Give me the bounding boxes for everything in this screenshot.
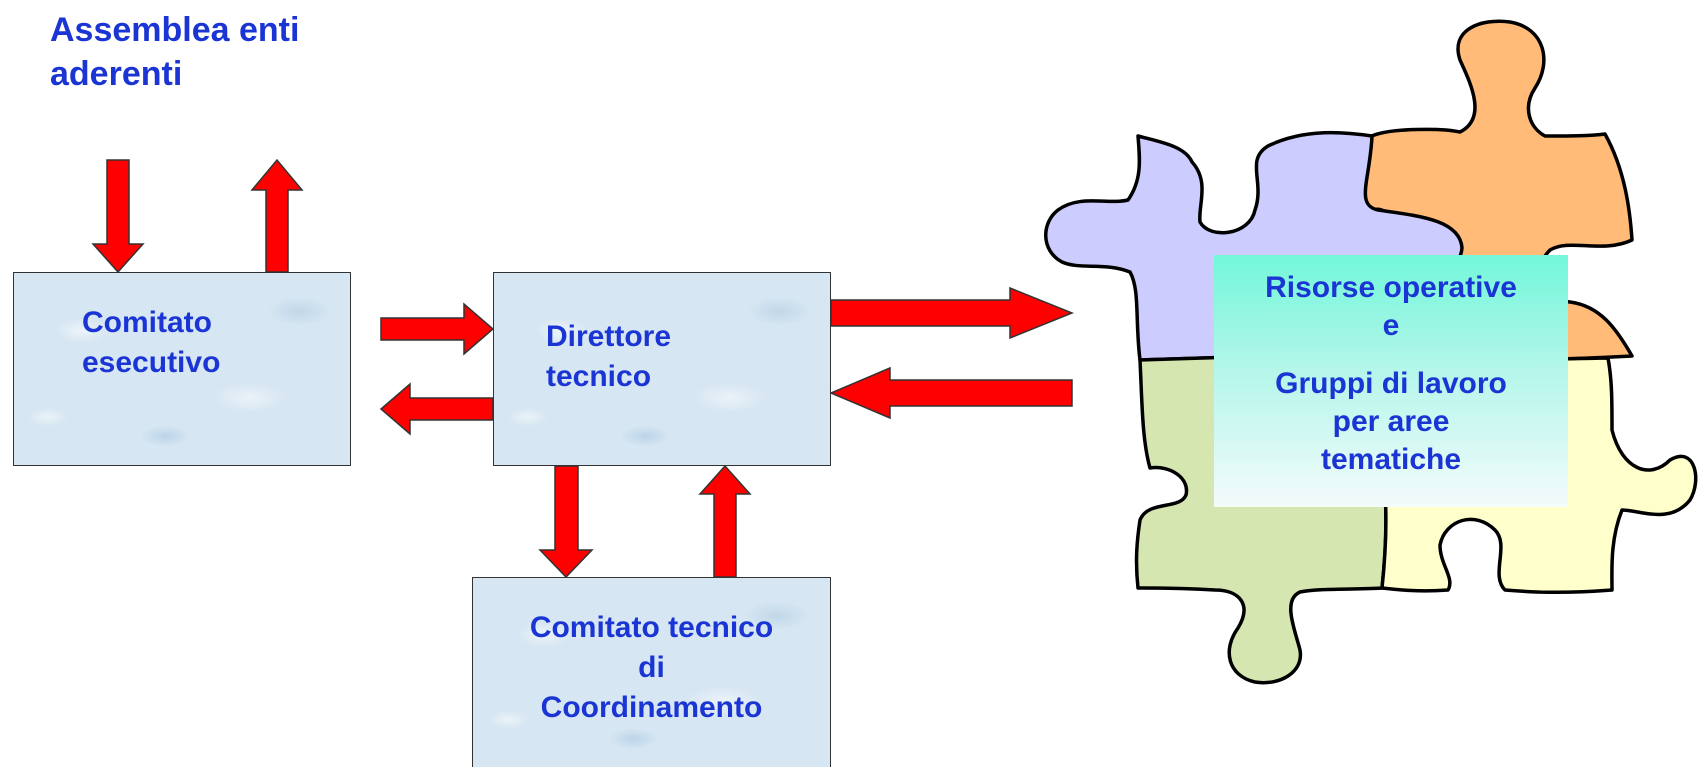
direttore-tecnico-label-line2: tecnico: [546, 360, 652, 393]
risorse-label-line3: Gruppi di lavoro: [1275, 367, 1507, 400]
comitato-esecutivo-label-line1: Comitato: [82, 306, 212, 339]
assemblea-heading: Assemblea enti aderenti: [50, 8, 380, 96]
risorse-label-line1: Risorse operative: [1265, 271, 1517, 304]
comitato-tecnico-box: Comitato tecnico di Coordinamento: [472, 577, 831, 767]
assemblea-heading-line1: Assemblea enti: [50, 11, 300, 49]
assemblea-heading-line2: aderenti: [50, 55, 183, 93]
arrow-down-to-comitato-tecnico: [538, 465, 594, 579]
arrow-right-to-risorse: [830, 286, 1075, 340]
arrows: [91, 158, 1075, 579]
risorse-label-line2: e: [1382, 309, 1400, 342]
comitato-tecnico-label-line2: di: [638, 651, 665, 684]
risorse-operative-panel: Risorse operative e Gruppi di lavoro per…: [1214, 255, 1568, 507]
risorse-label-line4: per aree: [1332, 405, 1450, 438]
arrow-up-from-comitato-esecutivo: [250, 158, 304, 273]
risorse-label-line5: tematiche: [1320, 443, 1462, 476]
direttore-tecnico-box: Direttore tecnico: [493, 272, 831, 466]
arrow-right-to-direttore: [380, 302, 495, 356]
comitato-tecnico-label: Comitato tecnico di Coordinamento: [473, 608, 830, 728]
risorse-spacer: [1214, 345, 1568, 365]
direttore-tecnico-label: Direttore tecnico: [546, 317, 671, 397]
arrow-left-from-direttore: [379, 382, 494, 436]
arrow-down-to-comitato-esecutivo: [91, 159, 145, 274]
comitato-esecutivo-box: Comitato esecutivo: [13, 272, 351, 466]
comitato-esecutivo-label-line2: esecutivo: [82, 346, 221, 379]
comitato-tecnico-label-line3: Coordinamento: [540, 691, 763, 724]
direttore-tecnico-label-line1: Direttore: [546, 320, 672, 353]
comitato-tecnico-label-line1: Comitato tecnico: [529, 611, 774, 644]
arrow-up-from-comitato-tecnico: [698, 464, 752, 578]
comitato-esecutivo-label: Comitato esecutivo: [82, 303, 220, 383]
arrow-left-from-risorse: [829, 366, 1073, 420]
